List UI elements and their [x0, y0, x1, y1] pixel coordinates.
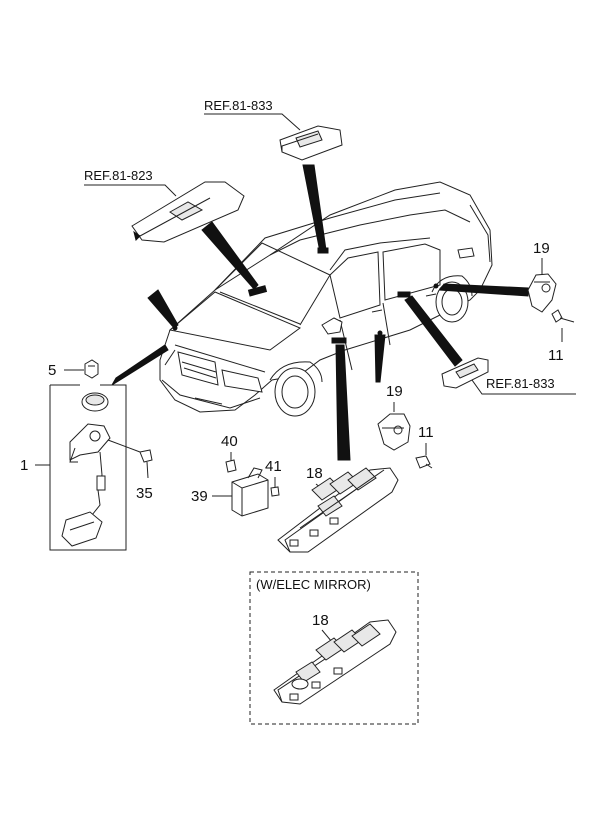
callout-19-lower: 19: [386, 383, 403, 400]
callout-41: 41: [265, 458, 282, 475]
ref-81-823: REF.81-823: [84, 168, 245, 243]
part-35-screw: 35: [136, 449, 153, 502]
callout-18-mirror: 18: [312, 612, 329, 629]
part-18-window-switch: 18: [277, 465, 399, 553]
ref-label-right: REF.81-833: [486, 376, 555, 391]
ref-label-823: REF.81-823: [84, 168, 153, 183]
location-pointers: [111, 164, 529, 461]
callout-1: 1: [20, 457, 28, 474]
ref-label-top: REF.81-833: [204, 98, 273, 113]
part-1-assembly: 1: [20, 384, 141, 551]
ref-81-833-right: REF.81-833: [441, 357, 576, 395]
callout-11-upper: 11: [548, 347, 564, 364]
part-19-upper-hinge: 19 11: [527, 240, 575, 364]
callout-18-main: 18: [306, 465, 323, 482]
callout-19-upper: 19: [533, 240, 550, 257]
callout-11-lower: 11: [418, 424, 434, 441]
part-5-bulb: 5: [48, 359, 99, 379]
callout-5: 5: [48, 362, 56, 379]
inset-title: (W/ELEC MIRROR): [256, 577, 371, 592]
callout-35: 35: [136, 485, 153, 502]
part-39-module: 40 41 39: [191, 433, 282, 517]
callout-39: 39: [191, 488, 208, 505]
inset-elec-mirror: (W/ELEC MIRROR) 18: [249, 571, 419, 725]
callout-40: 40: [221, 433, 238, 450]
part-19-lower-hinge: 19 11: [377, 383, 434, 469]
ref-81-833-top: REF.81-833: [204, 98, 343, 161]
